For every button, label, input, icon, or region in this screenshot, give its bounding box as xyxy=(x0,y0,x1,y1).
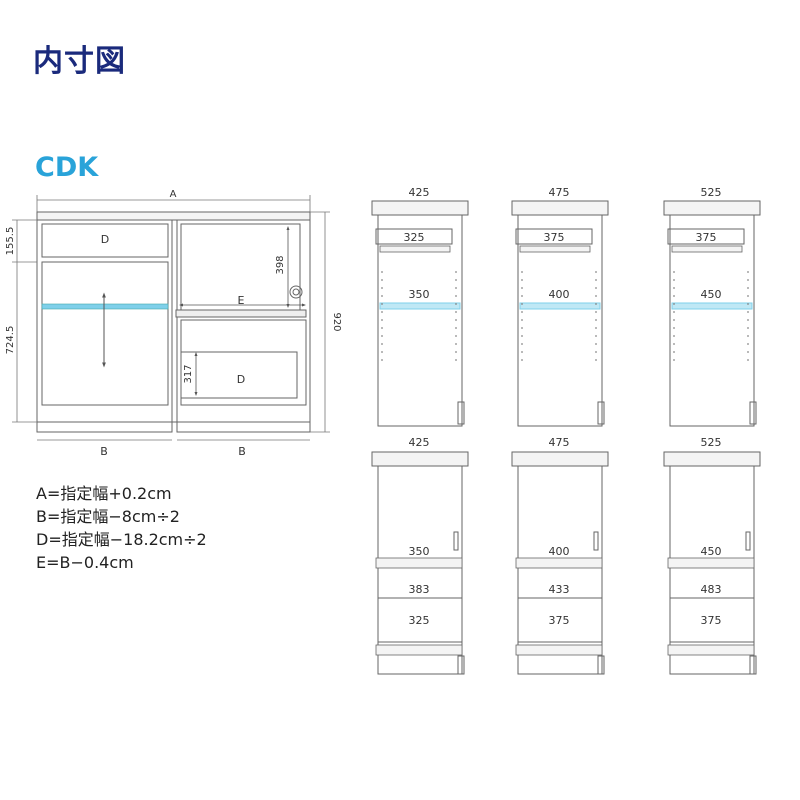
side-view-upper-3: 525 375 450 xyxy=(663,186,761,427)
side-view-upper-1: 425 325 350 xyxy=(371,186,469,427)
side-upper-drawer-label: 375 xyxy=(696,231,717,244)
side-views-upper: 425 325 350 475 375 400 525 375 450 xyxy=(371,186,761,427)
label-drawer-height: 317 xyxy=(183,364,194,383)
side-lower-drawer-outer-label: 383 xyxy=(409,583,430,596)
socket-icon xyxy=(289,285,303,299)
label-opening-height: 398 xyxy=(275,255,286,274)
side-lower-shelf-label: 450 xyxy=(701,545,722,558)
formula-a: A=指定幅+0.2cm xyxy=(36,484,172,503)
shelf-left xyxy=(41,303,169,310)
countertop xyxy=(36,211,311,221)
side-lower-width-label: 525 xyxy=(701,436,722,449)
plinth-right xyxy=(176,421,311,433)
left-door-interior xyxy=(41,261,169,406)
side-view-lower-3: 525 450 483 375 xyxy=(663,436,761,675)
side-upper-width-label: 425 xyxy=(409,186,430,199)
lower-drawer-space xyxy=(180,319,307,406)
label-drawer-top: D xyxy=(101,233,109,246)
label-b-right: B xyxy=(238,445,246,458)
side-lower-drawer-outer-label: 483 xyxy=(701,583,722,596)
side-lower-width-label: 475 xyxy=(549,436,570,449)
side-view-lower-2: 475 400 433 375 xyxy=(511,436,609,675)
label-lower-height: 724.5 xyxy=(5,326,16,355)
bottom-drawer-right xyxy=(180,351,298,399)
formula-e: E=B−0.4cm xyxy=(36,553,134,572)
shelf-e xyxy=(175,309,307,318)
label-e: E xyxy=(238,294,245,307)
side-lower-drawer-outer-label: 433 xyxy=(549,583,570,596)
side-upper-shelf-label: 450 xyxy=(701,288,722,301)
side-view-upper-2: 475 375 400 xyxy=(511,186,609,427)
side-upper-shelf-label: 350 xyxy=(409,288,430,301)
cabinet-body xyxy=(36,219,311,423)
side-upper-shelf-label: 400 xyxy=(549,288,570,301)
side-view-lower-1: 425 350 383 325 xyxy=(371,436,469,675)
top-drawer-left xyxy=(41,223,169,258)
side-lower-shelf-label: 350 xyxy=(409,545,430,558)
side-lower-drawer-inner-label: 375 xyxy=(549,614,570,627)
side-upper-drawer-label: 325 xyxy=(404,231,425,244)
side-lower-drawer-inner-label: 325 xyxy=(409,614,430,627)
plinth-left xyxy=(36,421,173,433)
side-views-lower: 425 350 383 325 475 400 433 375 525 450 483 375 xyxy=(371,436,761,675)
label-top-height: 155.5 xyxy=(5,227,16,256)
side-upper-width-label: 525 xyxy=(701,186,722,199)
front-view xyxy=(12,195,330,441)
side-upper-drawer-label: 375 xyxy=(544,231,565,244)
label-drawer-bottom: D xyxy=(237,373,245,386)
formula-b: B=指定幅−8cm÷2 xyxy=(36,507,180,526)
label-total-height: 920 xyxy=(331,312,342,331)
side-lower-shelf-label: 400 xyxy=(549,545,570,558)
page-title: 内寸図 xyxy=(33,44,126,79)
model-name: CDK xyxy=(35,152,99,183)
side-upper-shelf xyxy=(379,302,461,310)
formula-d: D=指定幅−18.2cm÷2 xyxy=(36,530,207,549)
side-lower-width-label: 425 xyxy=(409,436,430,449)
side-upper-shelf xyxy=(519,302,601,310)
formula-list: A=指定幅+0.2cm B=指定幅−8cm÷2 D=指定幅−18.2cm÷2 E… xyxy=(36,482,207,574)
label-a: A xyxy=(170,189,177,200)
side-lower-drawer-inner-label: 375 xyxy=(701,614,722,627)
label-b-left: B xyxy=(100,445,108,458)
side-upper-width-label: 475 xyxy=(549,186,570,199)
side-upper-shelf xyxy=(671,302,753,310)
